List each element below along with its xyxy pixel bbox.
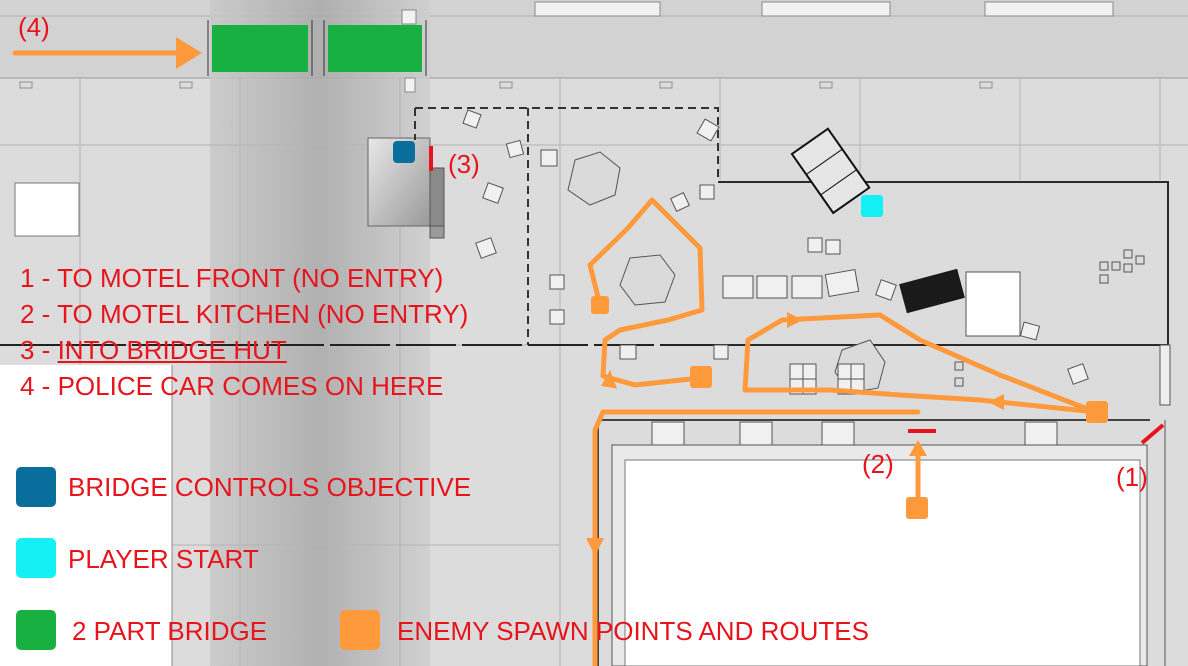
bridge [207, 20, 427, 76]
parked-car [790, 127, 871, 215]
vertical-road [210, 0, 430, 666]
motel-building [597, 419, 1150, 666]
marker-label-1: (1) [1116, 462, 1148, 492]
player-start-marker [861, 195, 883, 217]
legend-label-player-start: PLAYER START [68, 544, 259, 574]
marker-label-3: (3) [448, 149, 480, 179]
marker-label-2: (2) [862, 449, 894, 479]
legend-label-enemy-spawn: ENEMY SPAWN POINTS AND ROUTES [397, 616, 869, 646]
route-front [592, 409, 921, 666]
legend-label-bridge: 2 PART BRIDGE [72, 616, 268, 646]
legend-label-bridge-controls: BRIDGE CONTROLS OBJECTIVE [68, 472, 472, 502]
legend-swatch-bridge-controls [16, 467, 56, 507]
route-arrowheads [176, 37, 1004, 556]
note-4: 4 - POLICE CAR COMES ON HERE [20, 371, 444, 401]
bridge-part-2 [328, 25, 422, 72]
note-2: 2 - TO MOTEL KITCHEN (NO ENTRY) [20, 299, 469, 329]
enemy-spawn-points [591, 296, 1108, 519]
white-block [14, 182, 80, 237]
legend-swatch-enemy-spawn [340, 610, 380, 650]
route-centre [742, 312, 1099, 415]
legend-swatch-player-start [16, 538, 56, 578]
bridge-part-1 [212, 25, 308, 72]
bridge-controls-objective-marker [393, 141, 415, 163]
patio-boundary [414, 107, 719, 345]
note-3-underlined-text: INTO BRIDGE HUT [57, 335, 287, 365]
top-road-details [401, 1, 1114, 93]
note-1: 1 - TO MOTEL FRONT (NO ENTRY) [20, 263, 444, 293]
legend-swatch-bridge [16, 610, 56, 650]
note-3: 3 - INTO BRIDGE HUT [20, 335, 287, 365]
door-1 [1140, 423, 1165, 445]
marker-label-4: (4) [18, 12, 50, 42]
